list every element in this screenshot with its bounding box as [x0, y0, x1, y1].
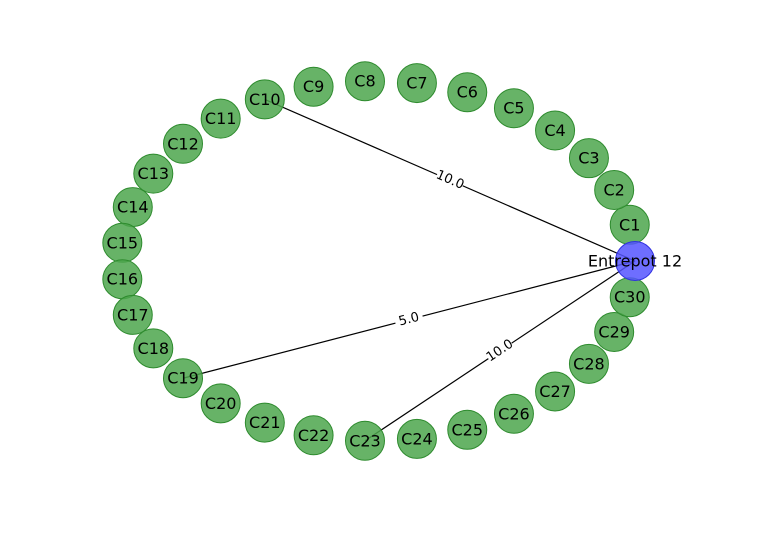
depot-node-label: Entrepot 12: [588, 252, 682, 271]
client-node-c16-label: C16: [107, 270, 139, 289]
client-node-c30-label: C30: [614, 288, 646, 307]
client-node-c15-label: C15: [107, 233, 139, 252]
edge-label-group: 10.0: [483, 336, 517, 366]
client-node-c12-label: C12: [167, 134, 199, 153]
client-node-c27: [535, 371, 576, 412]
client-node-c12: [162, 123, 203, 164]
edge-label-group: 5.0: [393, 308, 425, 331]
client-node-c24: [396, 418, 437, 459]
client-node-c26-label: C26: [498, 404, 530, 423]
client-node-c23-label: C23: [349, 431, 381, 450]
client-node-c19-label: C19: [167, 369, 199, 388]
client-node-c22-label: C22: [298, 426, 330, 445]
client-node-c13-label: C13: [138, 164, 170, 183]
client-node-c27-label: C27: [539, 382, 571, 401]
edge-label-background: [393, 308, 425, 331]
client-node-c6-label: C6: [457, 83, 478, 102]
client-node-c22: [293, 415, 334, 456]
edge-label-background: [433, 167, 466, 194]
edges-layer: 10.0 5.0 10.0: [182, 98, 636, 442]
client-node-c25: [447, 409, 488, 450]
client-node-c20-label: C20: [205, 394, 237, 413]
client-node-c8-label: C8: [354, 72, 375, 91]
client-node-c23: [344, 420, 385, 461]
client-node-c10-label: C10: [249, 90, 281, 109]
client-node-c11-label: C11: [205, 109, 237, 128]
edge-weight-label: 10.0: [484, 337, 516, 366]
client-node-c18: [133, 328, 174, 369]
edge-label-group: 10.0: [433, 167, 467, 194]
client-node-c17: [112, 294, 153, 335]
edge-weight-label: 5.0: [397, 310, 421, 330]
edge-weight-label: 10.0: [434, 168, 467, 193]
client-node-c9: [293, 66, 334, 107]
client-node-c3-label: C3: [578, 149, 599, 168]
client-node-c7-label: C7: [406, 74, 427, 93]
client-node-c7: [396, 63, 437, 104]
client-node-c10: [244, 79, 285, 120]
client-node-c9-label: C9: [303, 77, 324, 96]
client-node-c2: [594, 170, 635, 211]
client-node-c18-label: C18: [138, 339, 170, 358]
client-node-c1-label: C1: [619, 215, 640, 234]
client-node-c3: [568, 138, 609, 179]
client-node-c19: [162, 358, 203, 399]
client-node-c4: [535, 110, 576, 151]
client-node-c29-label: C29: [598, 322, 630, 341]
client-node-c2-label: C2: [603, 181, 624, 200]
client-node-c28: [568, 343, 609, 384]
depot-node: [615, 241, 655, 281]
client-node-c13: [133, 153, 174, 194]
client-node-c5-label: C5: [503, 99, 524, 118]
client-node-c8: [344, 61, 385, 102]
client-node-c11: [200, 98, 241, 139]
client-node-c5: [493, 88, 534, 129]
client-node-c14-label: C14: [117, 198, 149, 217]
client-node-c4-label: C4: [544, 121, 565, 140]
client-node-c26: [493, 393, 534, 434]
edge-label-background: [483, 336, 517, 366]
client-node-c24-label: C24: [401, 429, 433, 448]
client-node-c20: [200, 383, 241, 424]
client-node-c21: [244, 402, 285, 443]
client-node-c25-label: C25: [451, 420, 483, 439]
client-node-c17-label: C17: [117, 305, 149, 324]
client-node-c6: [447, 72, 488, 113]
client-node-c28-label: C28: [573, 354, 605, 373]
client-node-c29: [594, 311, 635, 352]
client-node-c21-label: C21: [249, 413, 281, 432]
